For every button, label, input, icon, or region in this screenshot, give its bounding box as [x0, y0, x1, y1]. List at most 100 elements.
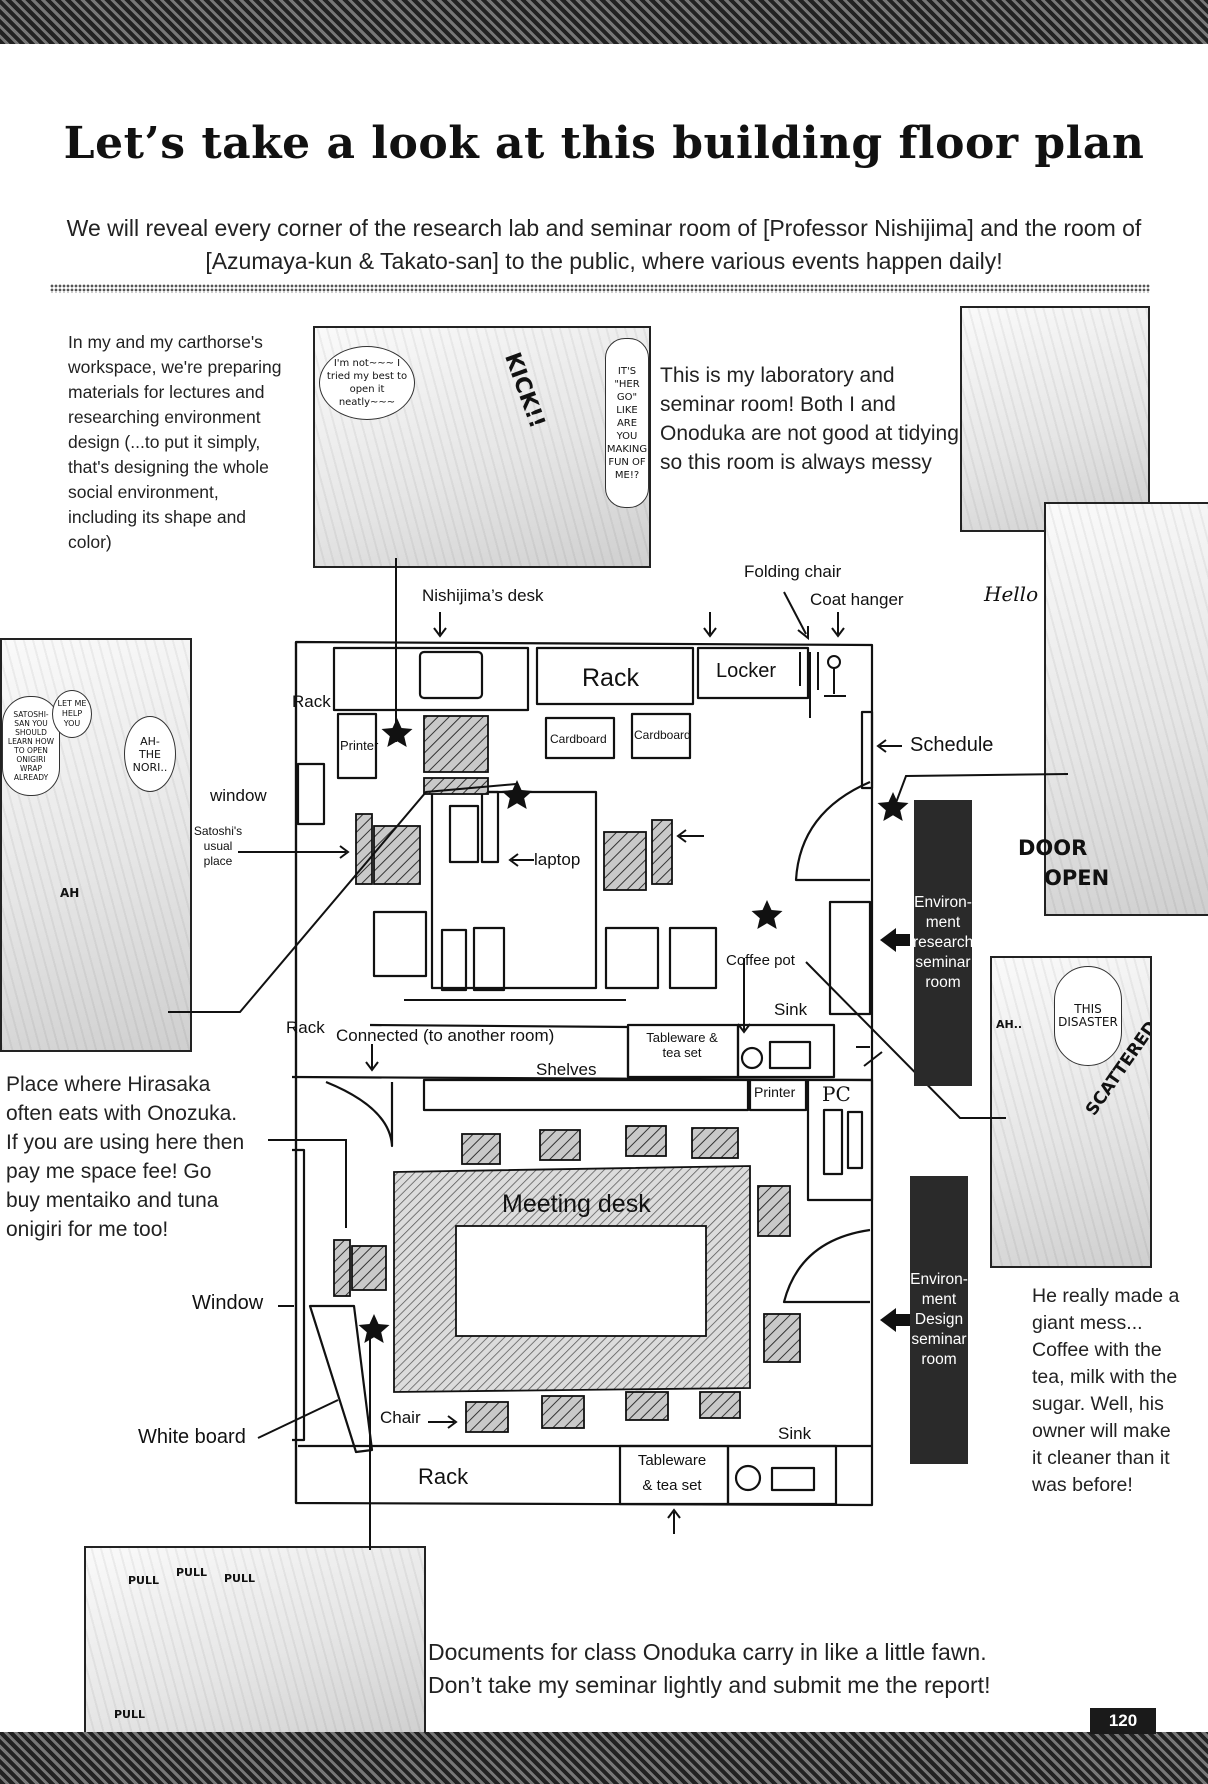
coat-hanger-shape: [824, 668, 846, 697]
panel-artwork: [86, 1548, 424, 1740]
door-swing: [325, 1080, 394, 1148]
desk-chair-outline: [418, 650, 484, 700]
page-subtitle: We will reveal every corner of the resea…: [40, 212, 1168, 278]
satoshi-place-label: Satoshi's usual place: [193, 824, 243, 868]
chair-outline: [604, 926, 660, 990]
speech-bubble: AH- THE NORI..: [124, 716, 176, 792]
nishijima-desk-label: Nishijima’s desk: [422, 586, 544, 605]
subtitle-line-2: [Azumaya-kun & Takato-san] to the public…: [205, 248, 1003, 274]
cardboard-label: Cardboard: [634, 728, 691, 742]
star-icon: [877, 792, 909, 821]
star-markers: [358, 718, 909, 1343]
pc-frame: [806, 1078, 874, 1202]
top-rack-frame: [332, 646, 530, 712]
door-sfx: DOOR: [1018, 836, 1088, 860]
seminar-room-label: Environ- ment research seminar room: [913, 894, 974, 991]
workspace-note: In my and my carthorse's workspace, we'r…: [68, 332, 282, 552]
hatched-chair: [355, 813, 373, 885]
pull-sfx: PULL: [224, 1572, 256, 1585]
ah-sfx: AH: [60, 886, 80, 900]
bottom-screentone-band: [0, 1732, 1208, 1784]
page-number: 120: [1090, 1708, 1156, 1734]
pull-sfx: PULL: [114, 1708, 146, 1721]
arrow-icon: [896, 934, 910, 946]
folding-chair-label: Folding chair: [744, 562, 842, 581]
meeting-desk-center: [455, 1225, 707, 1337]
pc-label: PC: [822, 1082, 851, 1106]
locker-label: Locker: [716, 660, 777, 682]
subtitle-line-1: We will reveal every corner of the resea…: [66, 215, 1142, 241]
sink-bottom-label: Sink: [778, 1424, 812, 1443]
laptop-label: laptop: [534, 850, 581, 869]
star-icon: [501, 780, 533, 809]
tableware-line: tea set: [662, 1045, 702, 1060]
window-top-label: window: [210, 786, 267, 805]
tableware-label: Tableware & tea set: [642, 1030, 722, 1060]
printer-mid-label: Printer: [754, 1084, 796, 1100]
meeting-chair: [541, 1395, 585, 1429]
door-panel: [960, 306, 1150, 532]
pointer-line: [893, 773, 1069, 809]
coffee-pot-label: Coffee pot: [726, 952, 795, 969]
cabinet-frame: [828, 900, 872, 1016]
pc-tower: [822, 1108, 844, 1176]
door-swing: [782, 1228, 871, 1304]
pointer-line: [805, 961, 1006, 1119]
left-manga-panel: SATOSHI-SAN YOU SHOULD LEARN HOW TO OPEN…: [0, 638, 192, 1052]
window-bottom-frame: [292, 1148, 306, 1442]
window-bottom-label: Window: [192, 1292, 264, 1314]
coat-hanger-shape: [827, 655, 841, 669]
design-seminar-room: Environ- ment Design seminar room: [910, 1176, 968, 1464]
meeting-chair: [699, 1391, 741, 1419]
printer-top-frame: [336, 712, 378, 780]
speech-bubble: IT'S "HER GO" LIKE ARE YOU MAKING FUN OF…: [605, 338, 649, 508]
chair-outline: [372, 910, 428, 978]
tableware-line: & tea set: [642, 1477, 702, 1494]
sink-tap: [734, 1464, 762, 1492]
connected-label: Connected (to another room): [336, 1026, 555, 1045]
schedule-label: Schedule: [910, 734, 994, 756]
tableware-line: Tableware: [637, 1452, 707, 1469]
arrow-icon: [880, 928, 896, 952]
dotted-divider: [50, 284, 1150, 293]
pull-sfx: PULL: [128, 1574, 160, 1587]
speech-bubble: LET ME HELP YOU: [52, 690, 92, 738]
rack-frame: [535, 646, 695, 706]
sink-basin: [768, 1040, 812, 1070]
door-swing: [794, 780, 871, 882]
ah-sfx: AH..: [996, 1018, 1023, 1031]
meeting-chair: [763, 1313, 801, 1363]
hatched-chair: [603, 831, 647, 891]
star-icon: [381, 718, 413, 747]
coat-hanger-label: Coat hanger: [810, 590, 904, 609]
seminar-room-label: Environ- ment Design seminar room: [910, 1271, 968, 1368]
star-icon: [358, 1314, 390, 1343]
white-board-label: White board: [138, 1426, 246, 1448]
hatched-desk: [423, 715, 489, 773]
star-icon: [751, 900, 783, 929]
mess-note: He really made a giant mess... Coffee wi…: [1032, 1285, 1180, 1496]
shelves-label: Shelves: [536, 1060, 597, 1079]
rack-label: Rack: [582, 664, 639, 692]
speech-bubble: THIS DISASTER: [1054, 966, 1122, 1066]
speech-bubble: SATOSHI-SAN YOU SHOULD LEARN HOW TO OPEN…: [2, 696, 60, 796]
documents-note: Documents for class Onoduka carry in lik…: [428, 1639, 991, 1698]
sink-basin: [770, 1466, 816, 1492]
panel-artwork: [1046, 504, 1208, 914]
open-sfx: OPEN: [1044, 866, 1110, 890]
locker-frame: [696, 646, 810, 700]
rack-left-label: Rack: [292, 692, 331, 711]
meeting-chair: [625, 1391, 669, 1421]
meeting-chair: [625, 1125, 667, 1157]
chair-outline: [472, 926, 506, 992]
meeting-chair: [691, 1127, 739, 1159]
sink-frame: [736, 1023, 836, 1079]
tableware-line: Tableware &: [646, 1030, 718, 1045]
meeting-chair: [461, 1133, 501, 1165]
pointer-line: [168, 783, 517, 1013]
window-frame: [296, 762, 326, 826]
bottom-manga-panel: PULL PULL PULL PULL: [84, 1546, 426, 1742]
meeting-desk-label: Meeting desk: [502, 1190, 651, 1218]
pc-tower: [846, 1110, 864, 1170]
chair-label: Chair: [380, 1408, 421, 1427]
